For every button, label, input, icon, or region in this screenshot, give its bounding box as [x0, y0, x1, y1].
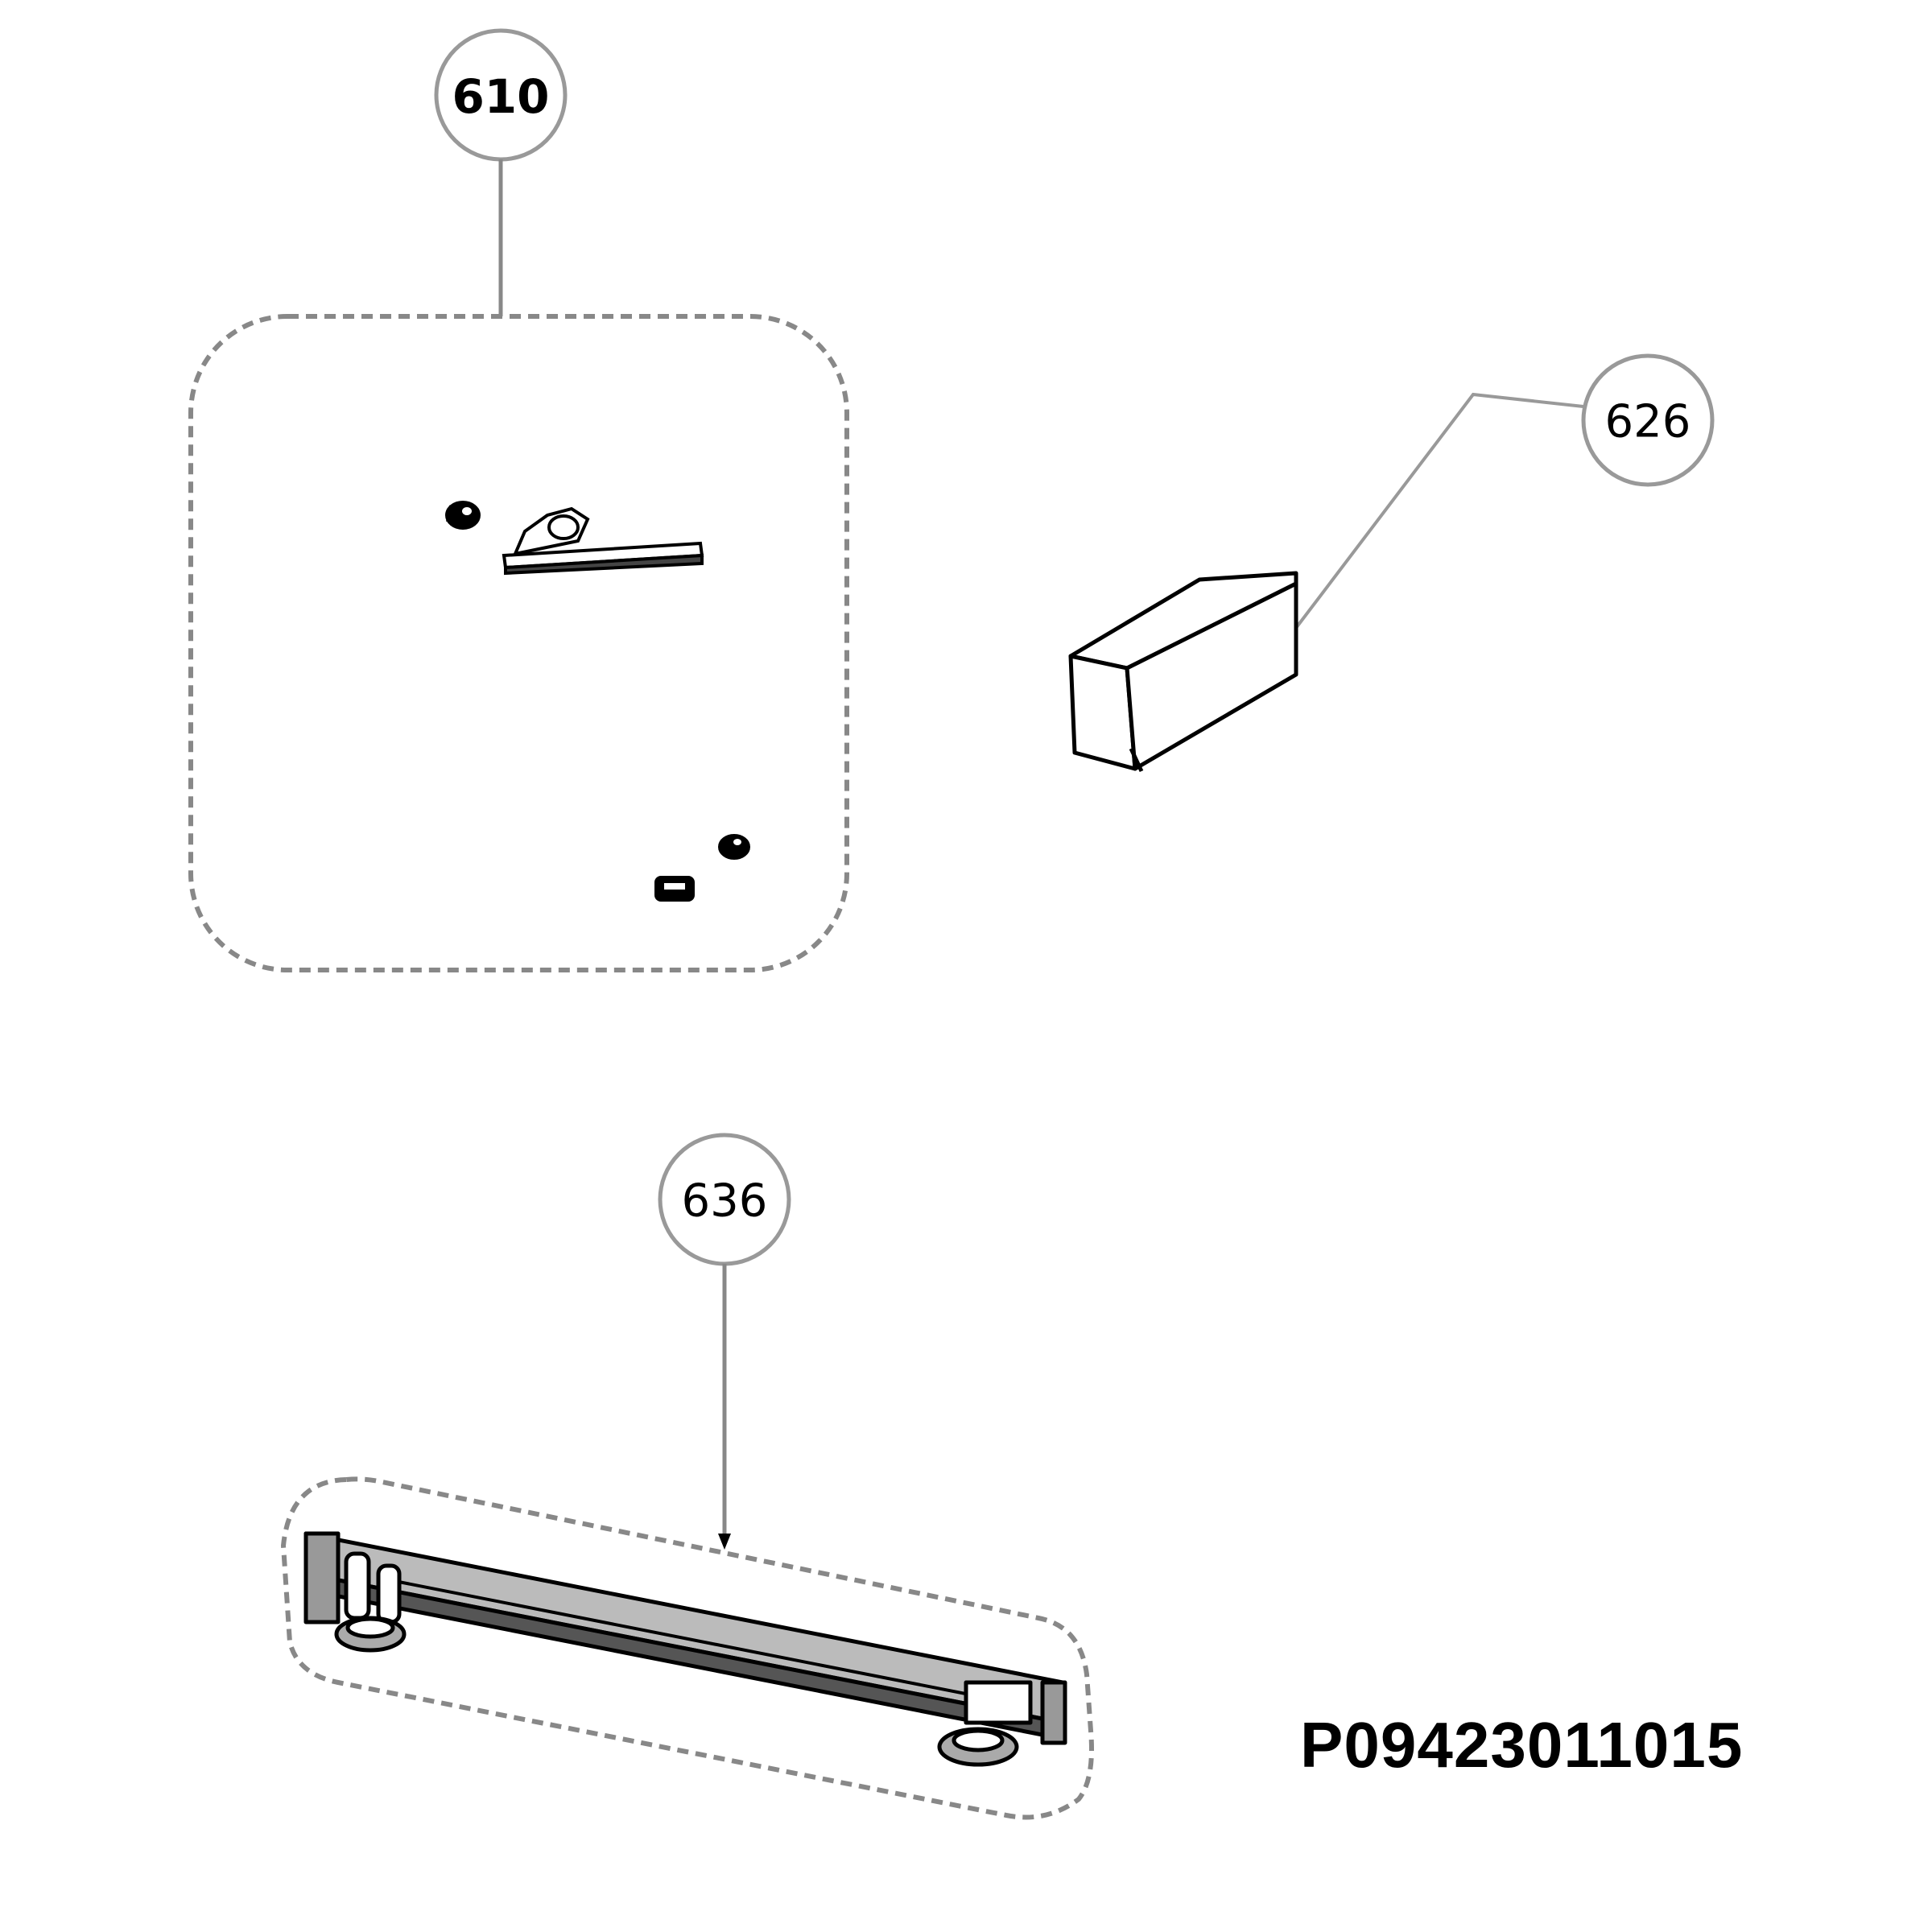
part-626-block: [1068, 571, 1298, 773]
bushing-icon: [654, 876, 695, 902]
callout-610-group: 610: [434, 28, 568, 316]
part-636-rail: [303, 1531, 1067, 1767]
callout-626-group: 626: [1294, 353, 1715, 630]
part-636-dashed-boundary: [280, 1476, 1094, 1820]
callout-626-label: 626: [1605, 396, 1691, 448]
callout-626-circle: [1581, 353, 1715, 487]
drawing-number: P09423011015: [1300, 1709, 1743, 1781]
small-screw-icon: [718, 834, 750, 860]
callout-610-label: 610: [452, 69, 549, 124]
callout-636-group: 636: [658, 1133, 791, 1550]
callout-636-label: 636: [682, 1175, 768, 1228]
part-610-dashed-boundary: [188, 314, 849, 972]
callout-626-leader: [1294, 392, 1584, 630]
hinge-bracket: [502, 506, 704, 576]
hinge-screw-icon: [445, 501, 481, 530]
callout-636-arrowhead: [718, 1534, 731, 1550]
